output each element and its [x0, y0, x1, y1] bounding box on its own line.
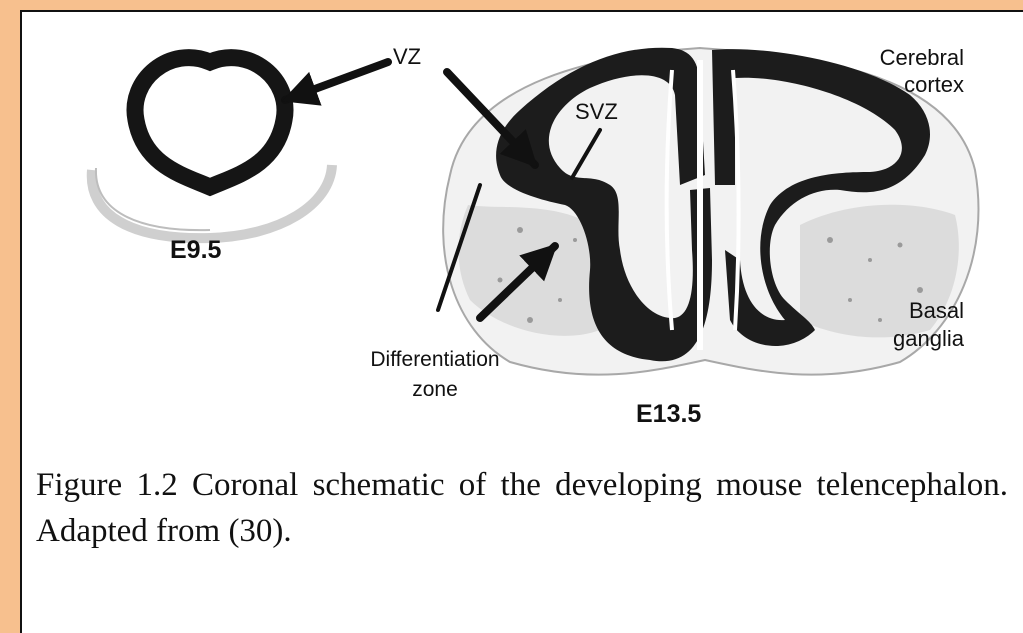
label-basal-ganglia: Basal ganglia — [850, 297, 964, 353]
label-svz: SVZ — [575, 99, 618, 125]
label-basal-ganglia-line1: Basal — [850, 297, 964, 325]
label-vz: VZ — [393, 44, 421, 70]
stage-label-e9-5: E9.5 — [170, 236, 221, 265]
label-differentiation-zone: Differentiation zone — [345, 345, 525, 405]
label-differentiation-line1: Differentiation — [345, 345, 525, 375]
label-cerebral-cortex-line2: cortex — [838, 71, 964, 98]
label-cerebral-cortex: Cerebral cortex — [838, 44, 964, 98]
vz-arrow-e9 — [285, 62, 388, 100]
label-cerebral-cortex-line1: Cerebral — [838, 44, 964, 71]
label-differentiation-line2: zone — [345, 375, 525, 405]
label-basal-ganglia-line2: ganglia — [850, 325, 964, 353]
stage-label-e13-5: E13.5 — [636, 400, 701, 429]
figure-caption: Figure 1.2 Coronal schematic of the deve… — [36, 462, 1008, 554]
e9-5-neural-tube — [92, 58, 332, 239]
